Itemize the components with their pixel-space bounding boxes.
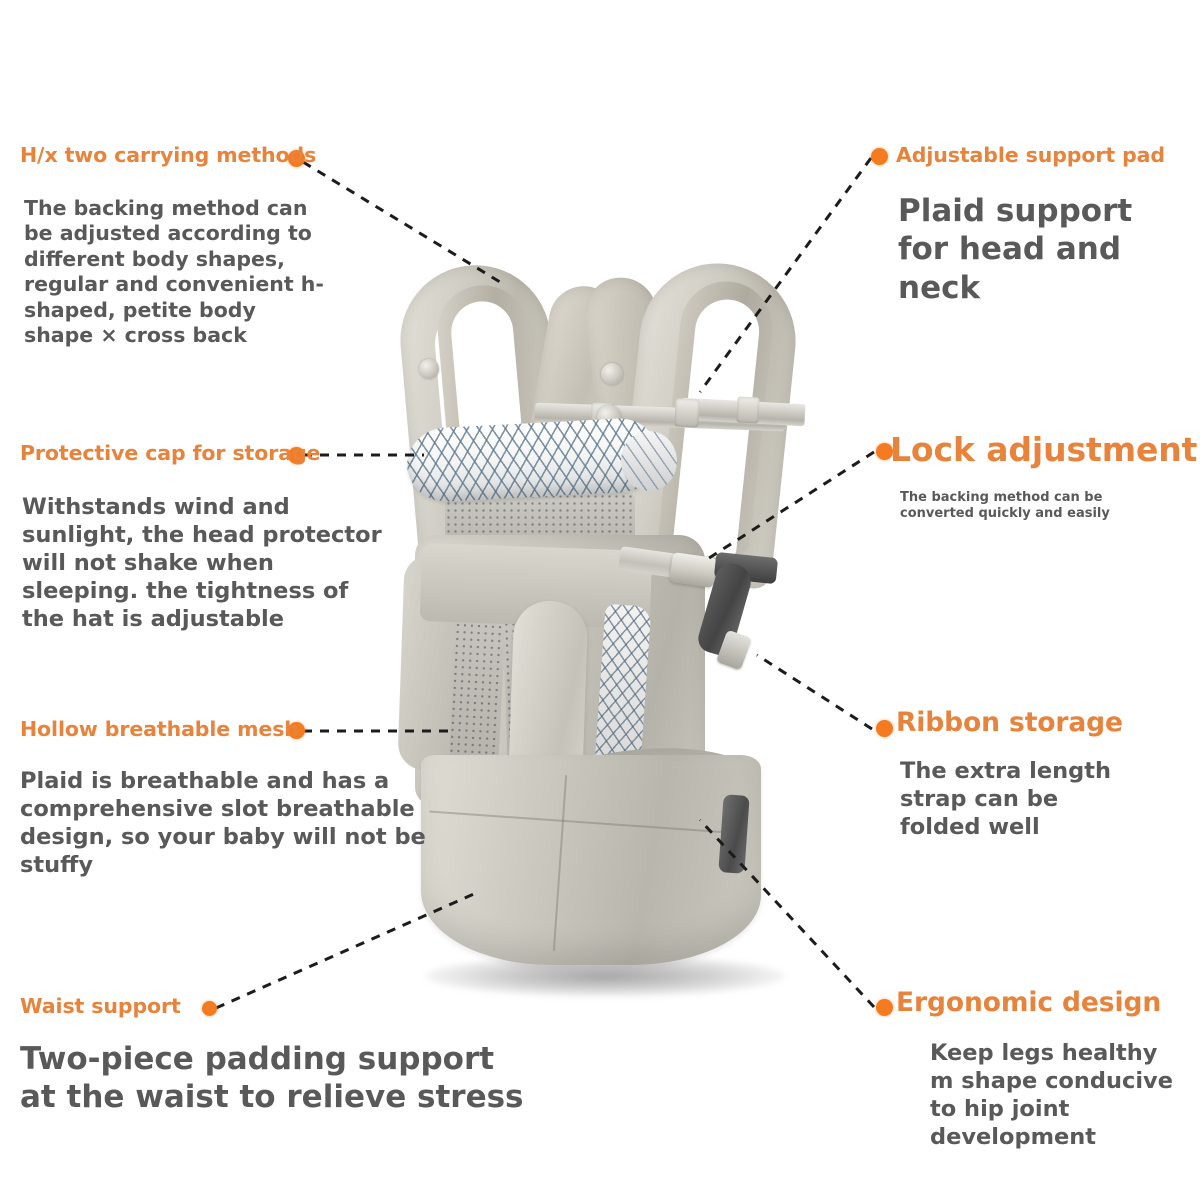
baby-carrier-product-image [385,255,825,1015]
dot-protective-cap[interactable] [288,447,305,464]
waist-support-belt [421,755,761,965]
callout-protective-cap-body-wrap: Withstands wind and sunlight, the head p… [22,494,388,633]
callout-protective-cap: Protective cap for storage [20,441,321,465]
callout-ribbon-storage-heading: Ribbon storage [896,707,1123,738]
callout-breathable-mesh-body-wrap: Plaid is breathable and has a comprehens… [20,768,430,880]
callout-carrying-methods: H/x two carrying methods [20,143,317,167]
dot-carrying-methods[interactable] [288,150,305,167]
dot-waist-support[interactable] [202,1001,217,1016]
callout-carrying-methods-body-wrap: The backing method can be adjusted accor… [24,196,330,348]
callout-waist-support-body: Two-piece padding support at the waist t… [20,1041,524,1116]
callout-protective-cap-body: Withstands wind and sunlight, the head p… [22,494,382,632]
callout-waist-support: Waist support [20,995,200,1018]
callout-ribbon-storage-body-wrap: The extra length strap can be folded wel… [900,758,1130,842]
callout-lock-adjustment-body-wrap: The backing method can be converted quic… [900,490,1180,522]
dot-breathable-mesh[interactable] [288,722,305,739]
center-adjust-knob [601,363,623,385]
callout-breathable-mesh: Hollow breathable mesh [20,717,299,741]
callout-ergonomic-design-body-wrap: Keep legs healthy m shape conducive to h… [930,1040,1180,1152]
callout-protective-cap-heading: Protective cap for storage [20,441,321,465]
callout-ribbon-storage: Ribbon storage [896,708,1176,737]
callout-ribbon-storage-body: The extra length strap can be folded wel… [900,758,1111,840]
callout-ergonomic-design: Ergonomic design [896,988,1176,1017]
callout-lock-adjustment-body: The backing method can be converted quic… [900,490,1110,522]
callout-carrying-methods-heading: H/x two carrying methods [20,143,317,167]
callout-lock-adjustment-heading: Lock adjustment [890,430,1198,469]
dot-support-pad[interactable] [871,148,888,165]
dot-ergonomic-design[interactable] [876,999,893,1016]
callout-ergonomic-design-heading: Ergonomic design [896,987,1162,1018]
webbing-slider-right [736,396,760,424]
callout-waist-support-heading: Waist support [20,994,181,1018]
callout-support-pad-body-wrap: Plaid support for head and neck [898,192,1188,307]
waist-belt-clip [718,794,750,874]
callout-ergonomic-design-body: Keep legs healthy m shape conducive to h… [930,1040,1173,1150]
callout-carrying-methods-body: The backing method can be adjusted accor… [24,196,324,348]
callout-support-pad-heading: Adjustable support pad [896,143,1165,167]
callout-lock-adjustment: Lock adjustment [890,430,1198,469]
callout-support-pad: Adjustable support pad [896,144,1186,167]
dot-ribbon-storage[interactable] [876,720,893,737]
webbing-slider-center [674,398,700,428]
callout-breathable-mesh-body: Plaid is breathable and has a comprehens… [20,768,426,878]
callout-breathable-mesh-heading: Hollow breathable mesh [20,717,299,741]
dot-lock-adjustment[interactable] [876,443,893,460]
callout-waist-support-body-wrap: Two-piece padding support at the waist t… [20,1040,540,1117]
side-release-buckle [669,552,717,588]
left-adjust-knob [419,359,439,379]
callout-support-pad-body: Plaid support for head and neck [898,193,1133,306]
